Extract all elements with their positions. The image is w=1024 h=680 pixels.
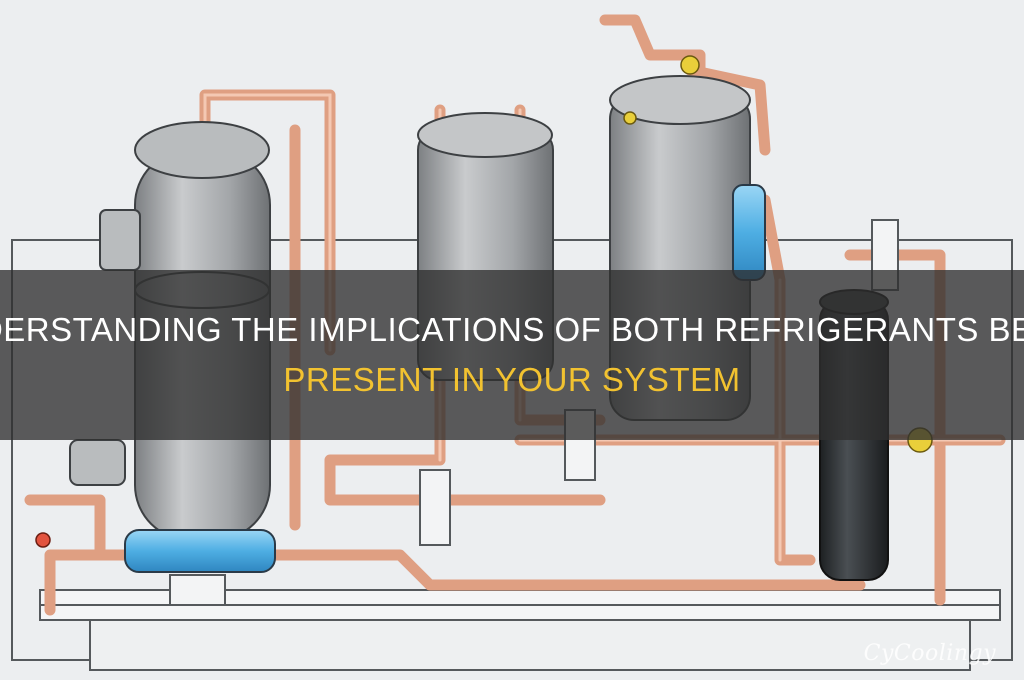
article-title-line1: Understanding The Implications Of Both R…	[0, 311, 1024, 348]
title-banner: Understanding The Implications Of Both R…	[0, 270, 1024, 440]
filter-dryer-horizontal	[124, 529, 276, 573]
watermark-logo: CyCoolingy	[863, 641, 996, 666]
filter-dryer	[732, 184, 766, 281]
article-title-line2: Present In Your System	[283, 361, 741, 398]
control-boxes	[69, 209, 141, 486]
